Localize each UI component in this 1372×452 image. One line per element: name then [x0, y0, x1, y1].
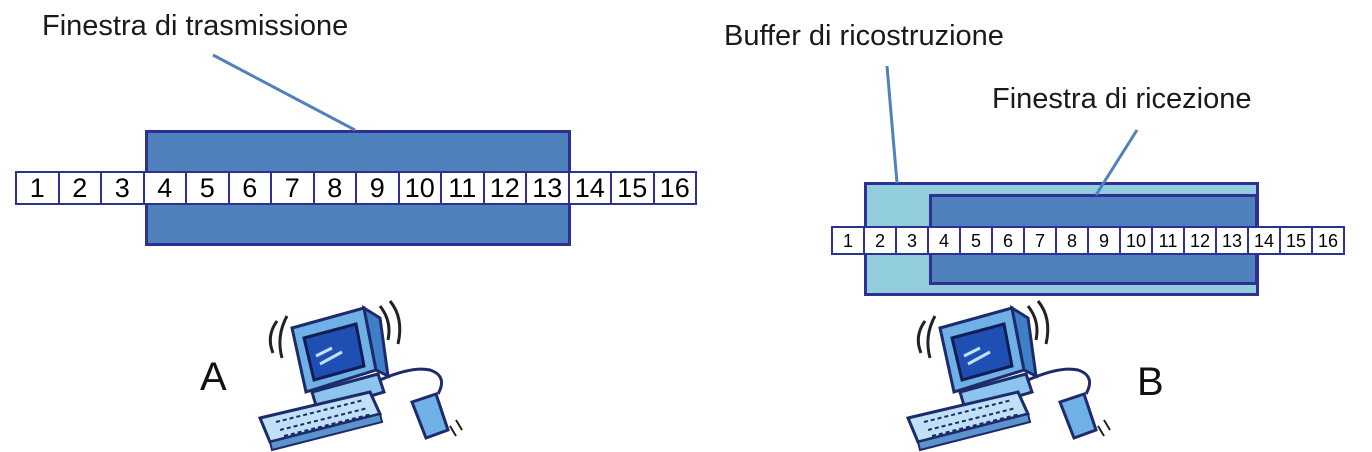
- sender-segment-cell: 1: [15, 171, 60, 205]
- sender-segment-cell: 14: [567, 171, 612, 205]
- computer-a-icon: [258, 299, 464, 452]
- receiver-segment-cell: 13: [1215, 226, 1249, 255]
- receiver-segment-cell: 7: [1023, 226, 1057, 255]
- sender-segment-cell: 16: [652, 171, 697, 205]
- receiver-segment-cell: 8: [1055, 226, 1089, 255]
- transmission-window-pointer: [212, 53, 356, 132]
- receiver-segment-cell: 12: [1183, 226, 1217, 255]
- sender-segment-cell: 12: [482, 171, 527, 205]
- receive-window-pointer: [1094, 129, 1139, 196]
- sender-segment-cell: 8: [312, 171, 357, 205]
- receiver-segment-cell: 14: [1247, 226, 1281, 255]
- sender-segment-cell: 13: [525, 171, 570, 205]
- receiver-segment-cell: 6: [991, 226, 1025, 255]
- host-b-label: B: [1137, 360, 1164, 404]
- sender-segment-cell: 2: [57, 171, 102, 205]
- host-a-label: A: [200, 355, 227, 399]
- receiver-segment-cell: 9: [1087, 226, 1121, 255]
- reconstruction-buffer-pointer: [885, 65, 899, 184]
- computer-b-icon: [906, 299, 1112, 452]
- sender-segment-cell: 9: [355, 171, 400, 205]
- transmission-window-label: Finestra di trasmissione: [42, 10, 349, 42]
- receiver-segment-cell: 10: [1119, 226, 1153, 255]
- receive-window-label: Finestra di ricezione: [992, 83, 1252, 115]
- sender-segment-cell: 15: [610, 171, 655, 205]
- reconstruction-buffer-label: Buffer di ricostruzione: [724, 20, 1004, 52]
- receiver-segment-cell: 16: [1311, 226, 1345, 255]
